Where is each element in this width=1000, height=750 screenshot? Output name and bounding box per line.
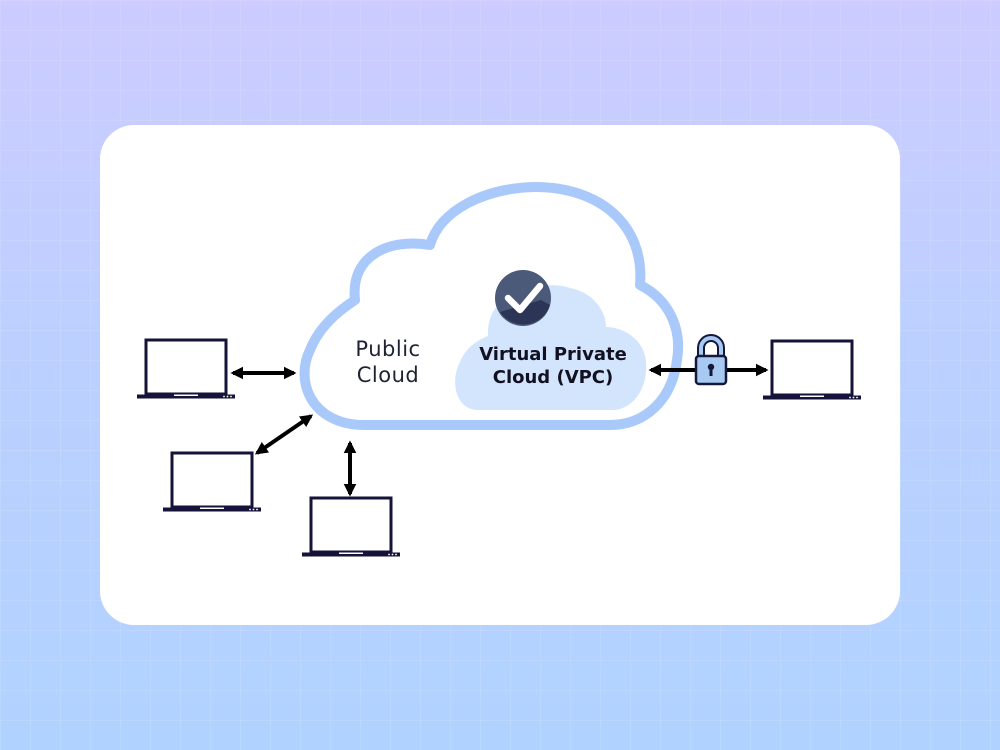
vpc-label-line-1: Virtual Private (479, 344, 627, 365)
public-cloud-label-line-2: Cloud (356, 363, 420, 388)
check-badge-icon (495, 270, 551, 326)
laptop-icon (163, 451, 261, 512)
vpc-label-line-2: Cloud (VPC) (492, 366, 614, 388)
public-cloud-label-line-1: Public (355, 337, 421, 361)
vpc-label: Virtual Private Cloud (VPC) (462, 344, 644, 389)
laptop-icon (763, 339, 861, 400)
laptop-icon (137, 338, 235, 399)
laptop-icon (302, 496, 400, 557)
arrow-laptop-2 (254, 414, 314, 455)
public-cloud-label: Public Cloud (330, 336, 446, 389)
padlock-icon (694, 334, 728, 386)
